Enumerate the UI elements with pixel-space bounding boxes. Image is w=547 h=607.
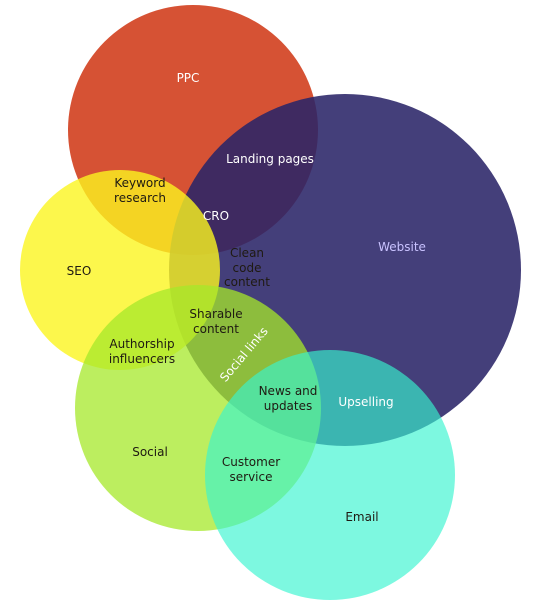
email-label: Email	[345, 510, 378, 524]
customer-service-label-line1: Customer	[222, 455, 280, 469]
website-label: Website	[378, 240, 426, 254]
authorship-influencers-label-line1: Authorship	[109, 337, 174, 351]
clean-code-content-label-line2: code	[233, 261, 262, 275]
clean-code-content-label-line3: content	[224, 275, 270, 289]
cro-label: CRO	[203, 209, 229, 223]
news-updates-label-line2: updates	[264, 399, 313, 413]
email-circle	[205, 350, 455, 600]
ppc-label: PPC	[177, 71, 200, 85]
venn-circles	[20, 5, 521, 600]
news-updates-label-line1: News and	[259, 384, 318, 398]
clean-code-content-label-line1: Clean	[230, 246, 264, 260]
sharable-content-label-line2: content	[193, 322, 239, 336]
sharable-content-label-line1: Sharable	[189, 307, 242, 321]
authorship-influencers-label-line2: influencers	[109, 352, 175, 366]
landing-pages-label: Landing pages	[226, 152, 314, 166]
keyword-research-label-line1: Keyword	[114, 176, 165, 190]
customer-service-label-line2: service	[230, 470, 273, 484]
upselling-label: Upselling	[338, 395, 393, 409]
seo-label: SEO	[67, 264, 92, 278]
social-label: Social	[132, 445, 168, 459]
keyword-research-label-line2: research	[114, 191, 166, 205]
